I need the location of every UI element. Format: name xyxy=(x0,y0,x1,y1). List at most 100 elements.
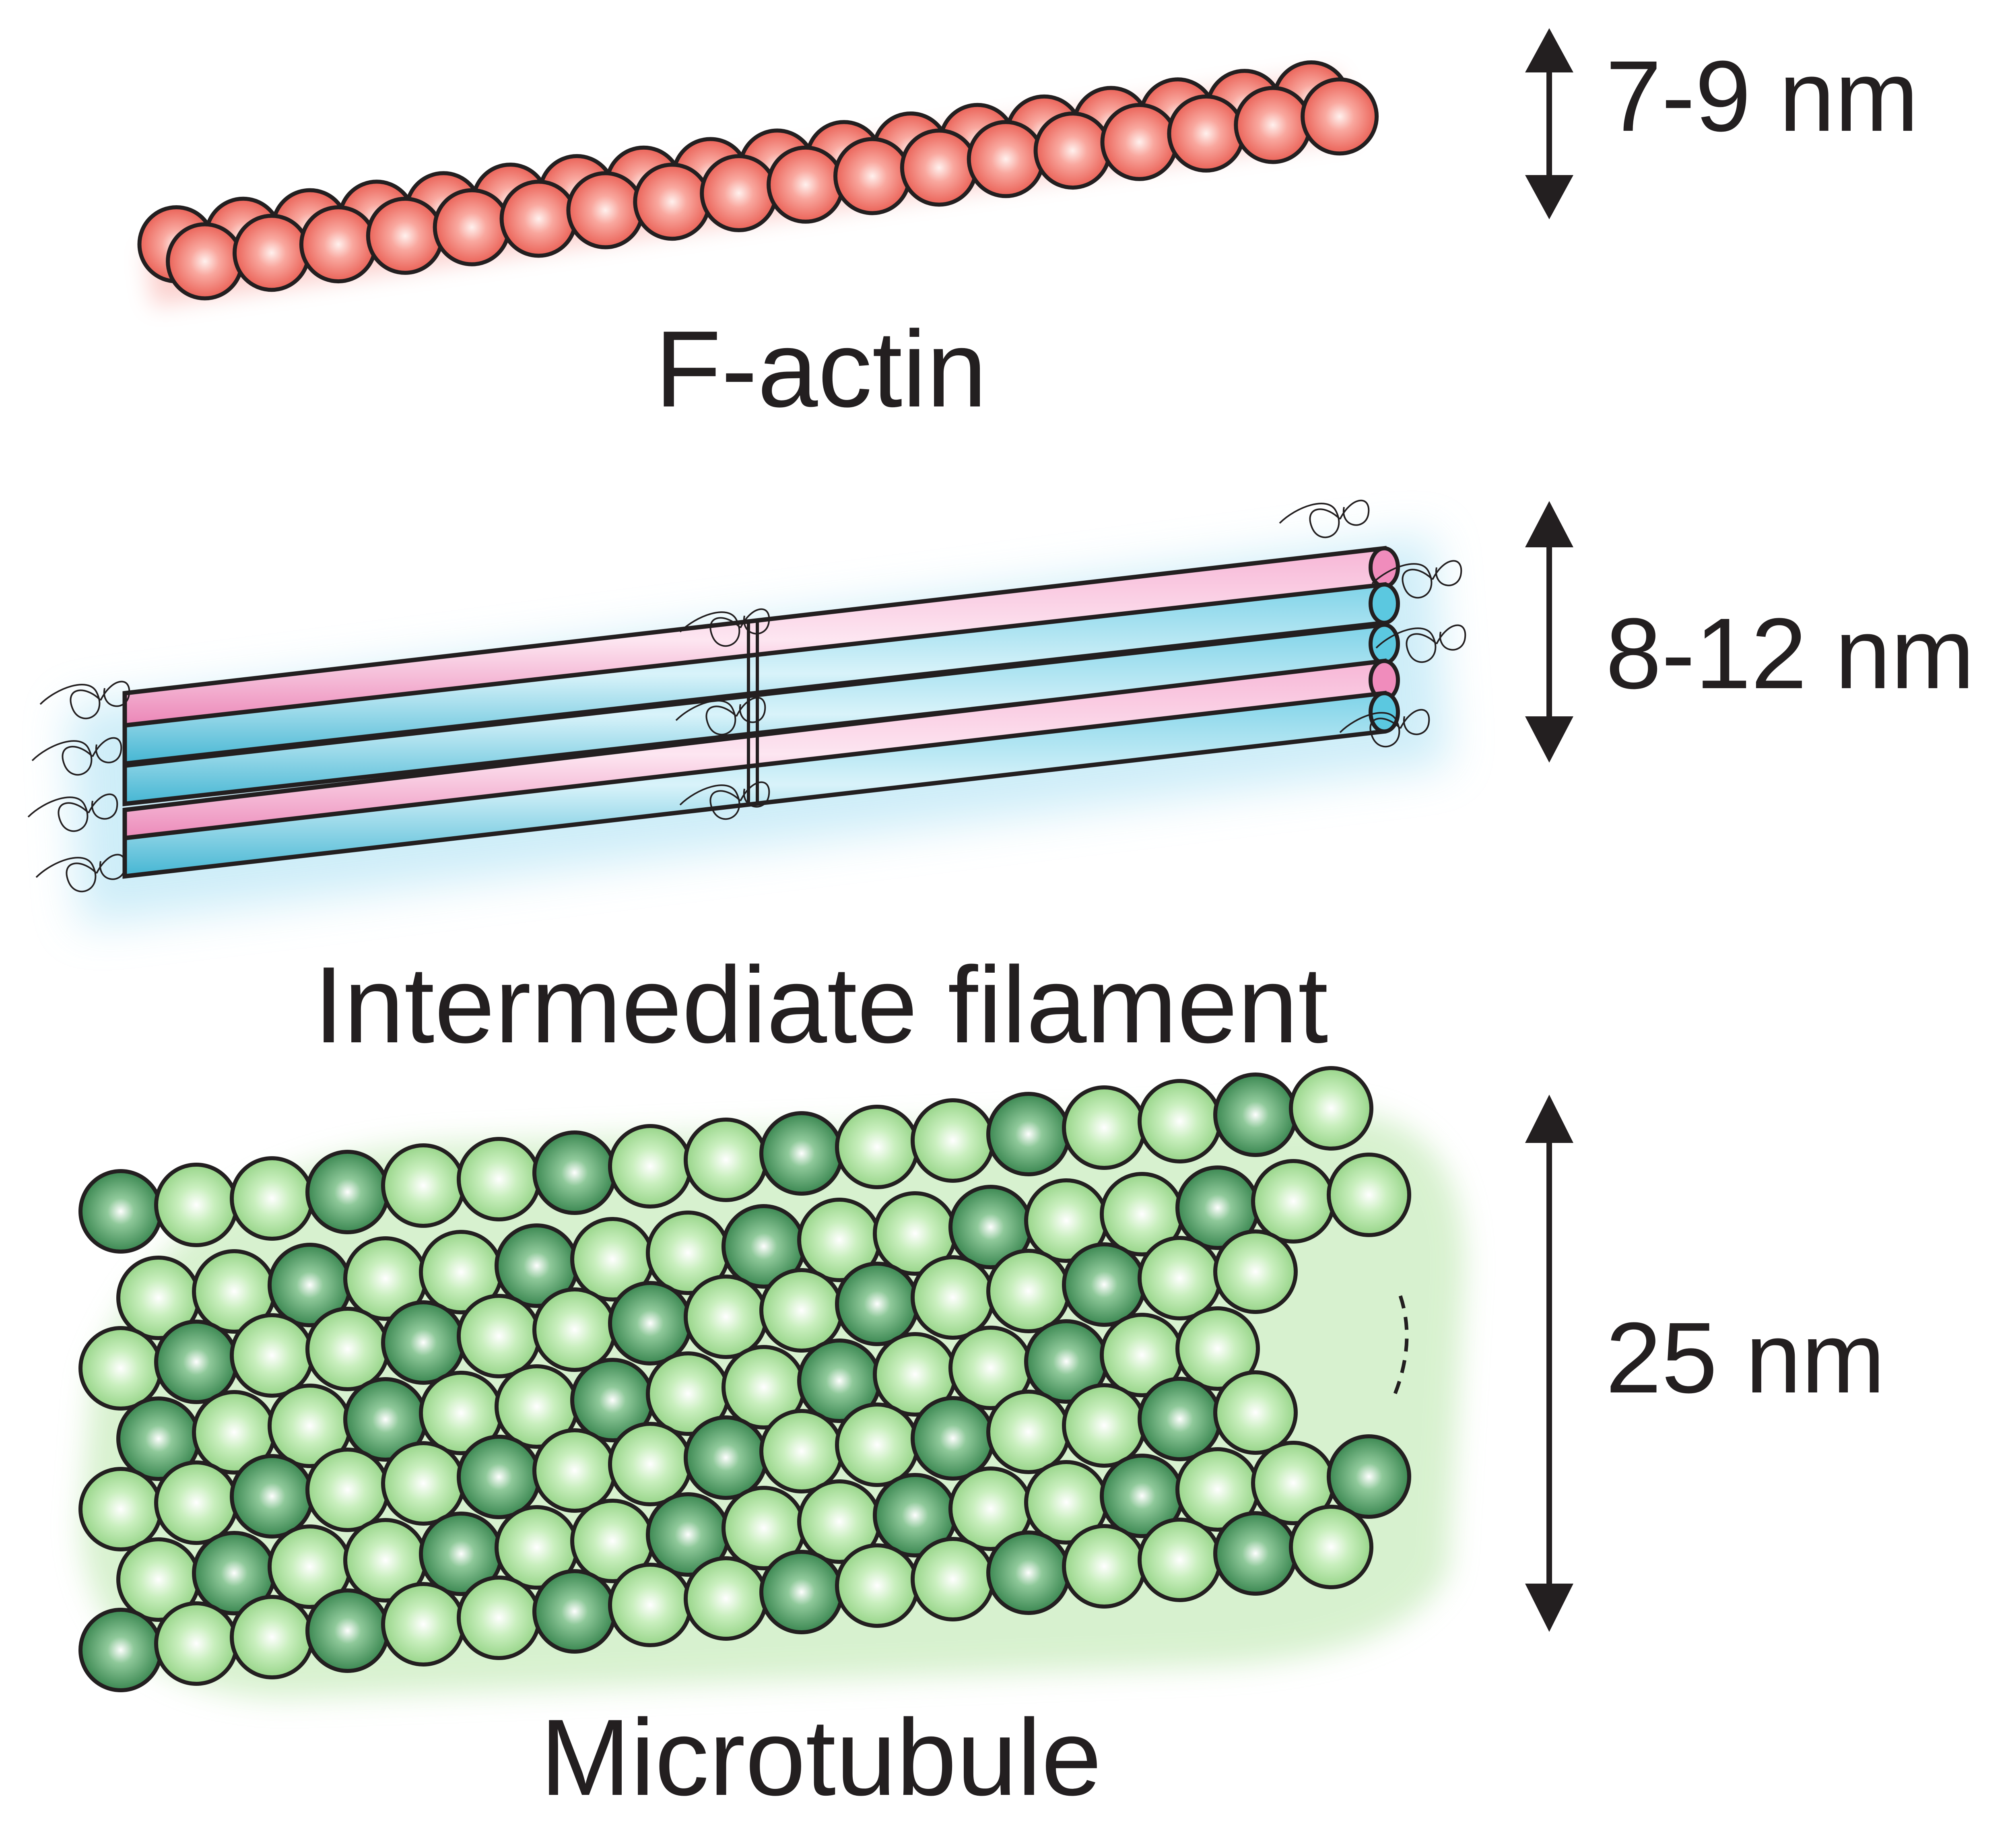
intermediate-filament-label: Intermediate filament xyxy=(313,945,1328,1066)
actin-subunit xyxy=(833,137,911,215)
head-domain-squiggle xyxy=(679,781,770,820)
alpha-tubulin-subunit xyxy=(1062,1085,1146,1170)
alpha-tubulin-subunit xyxy=(1138,1079,1222,1163)
microtubule-lumen-dashed-edge xyxy=(1390,1295,1409,1401)
beta-tubulin-subunit xyxy=(1138,1377,1222,1461)
f-actin-diameter-label: 7-9 nm xyxy=(1606,40,1919,152)
alpha-tubulin-subunit xyxy=(684,1275,768,1359)
head-domain-squiggle xyxy=(1339,709,1430,748)
alpha-tubulin-subunit xyxy=(1251,1159,1336,1244)
intermediate-filament-diameter-arrow-icon xyxy=(1525,501,1573,763)
actin-subunit xyxy=(433,188,511,266)
alpha-tubulin-subunit xyxy=(1289,1505,1373,1589)
head-domain-squiggle xyxy=(1375,624,1466,663)
f-actin-diameter-arrow-icon xyxy=(1525,28,1573,219)
alpha-tubulin-subunit xyxy=(230,1595,314,1679)
actin-subunit xyxy=(1234,86,1312,164)
actin-subunit xyxy=(767,145,845,224)
microtubule-diameter-arrow-icon xyxy=(1525,1095,1573,1632)
alpha-tubulin-subunit xyxy=(1327,1153,1411,1237)
alpha-tubulin-subunit xyxy=(457,1294,541,1378)
microtubule-cylinder xyxy=(78,1066,1465,1698)
alpha-tubulin-subunit xyxy=(1062,1524,1146,1609)
alpha-tubulin-subunit xyxy=(532,1287,617,1372)
alpha-tubulin-subunit xyxy=(1175,1306,1260,1391)
beta-tubulin-subunit xyxy=(230,1454,314,1539)
alpha-tubulin-subunit xyxy=(911,1098,995,1183)
actin-subunit xyxy=(700,154,778,232)
intermediate-filament-diameter-label: 8-12 nm xyxy=(1606,597,1975,710)
alpha-tubulin-subunit xyxy=(1062,1383,1146,1468)
alpha-tubulin-subunit xyxy=(230,1156,314,1241)
beta-tubulin-subunit xyxy=(1327,1434,1411,1519)
alpha-tubulin-subunit xyxy=(1213,1370,1298,1455)
head-domain-squiggle xyxy=(27,793,118,832)
beta-tubulin-subunit xyxy=(759,1111,844,1196)
beta-tubulin-subunit xyxy=(532,1569,617,1654)
alpha-tubulin-subunit xyxy=(835,1402,919,1487)
beta-tubulin-subunit xyxy=(1213,1072,1298,1157)
actin-subunit xyxy=(967,120,1045,198)
head-domain-squiggle xyxy=(1371,560,1462,599)
alpha-tubulin-subunit xyxy=(986,1249,1071,1333)
alpha-tubulin-subunit xyxy=(911,1255,995,1340)
f-actin-label: F-actin xyxy=(655,309,987,430)
alpha-tubulin-subunit xyxy=(684,1556,768,1641)
beta-tubulin-subunit xyxy=(684,1415,768,1500)
alpha-tubulin-subunit xyxy=(1138,1236,1222,1320)
f-actin-filament xyxy=(137,60,1379,306)
beta-tubulin-subunit xyxy=(78,1608,163,1692)
alpha-tubulin-subunit xyxy=(608,1563,693,1647)
head-domain-squiggle xyxy=(1279,499,1370,538)
beta-tubulin-subunit xyxy=(1213,1511,1298,1596)
microtubule-diameter-label: 25 nm xyxy=(1606,1301,1885,1414)
head-domain-squiggle xyxy=(675,697,766,736)
alpha-tubulin-subunit xyxy=(381,1143,466,1228)
actin-subunit xyxy=(366,196,444,275)
alpha-tubulin-subunit xyxy=(154,1601,239,1686)
alpha-tubulin-subunit xyxy=(305,1448,390,1532)
alpha-tubulin-subunit xyxy=(759,1409,844,1493)
beta-tubulin-subunit xyxy=(986,1092,1071,1176)
alpha-tubulin-subunit xyxy=(608,1124,693,1209)
alpha-tubulin-subunit xyxy=(1289,1066,1373,1151)
actin-subunit xyxy=(900,128,978,207)
alpha-tubulin-subunit xyxy=(608,1422,693,1506)
actin-subunit xyxy=(566,171,645,250)
alpha-tubulin-subunit xyxy=(1138,1518,1222,1602)
intermediate-filament-bundle xyxy=(27,499,1466,926)
alpha-tubulin-subunit xyxy=(78,1326,163,1411)
actin-subunit xyxy=(299,205,377,284)
head-domain-squiggle xyxy=(679,608,770,647)
actin-subunit xyxy=(1100,103,1179,181)
actin-subunit xyxy=(499,179,578,258)
alpha-tubulin-subunit xyxy=(986,1390,1071,1474)
actin-subunit xyxy=(1033,111,1112,190)
alpha-tubulin-subunit xyxy=(532,1428,617,1513)
alpha-tubulin-subunit xyxy=(1213,1229,1298,1314)
actin-subunit xyxy=(1301,77,1379,156)
head-domain-squiggle xyxy=(39,681,130,720)
microtubule-label: Microtubule xyxy=(540,1697,1102,1818)
beta-tubulin-subunit xyxy=(305,1588,390,1673)
beta-tubulin-subunit xyxy=(911,1396,995,1481)
alpha-tubulin-subunit xyxy=(230,1313,314,1398)
alpha-tubulin-subunit xyxy=(759,1268,844,1353)
beta-tubulin-subunit xyxy=(835,1262,919,1346)
beta-tubulin-subunit xyxy=(457,1435,541,1519)
beta-tubulin-subunit xyxy=(154,1320,239,1404)
actin-subunit xyxy=(1167,94,1245,173)
alpha-tubulin-subunit xyxy=(78,1467,163,1551)
beta-tubulin-subunit xyxy=(305,1150,390,1234)
beta-tubulin-subunit xyxy=(532,1130,617,1215)
actin-subunit xyxy=(233,214,311,292)
beta-tubulin-subunit xyxy=(608,1281,693,1365)
alpha-tubulin-subunit xyxy=(154,1163,239,1247)
alpha-tubulin-subunit xyxy=(154,1460,239,1545)
alpha-tubulin-subunit xyxy=(381,1441,466,1526)
beta-tubulin-subunit xyxy=(986,1530,1071,1615)
alpha-tubulin-subunit xyxy=(457,1576,541,1660)
alpha-tubulin-subunit xyxy=(911,1537,995,1621)
head-domain-squiggle xyxy=(35,854,126,893)
